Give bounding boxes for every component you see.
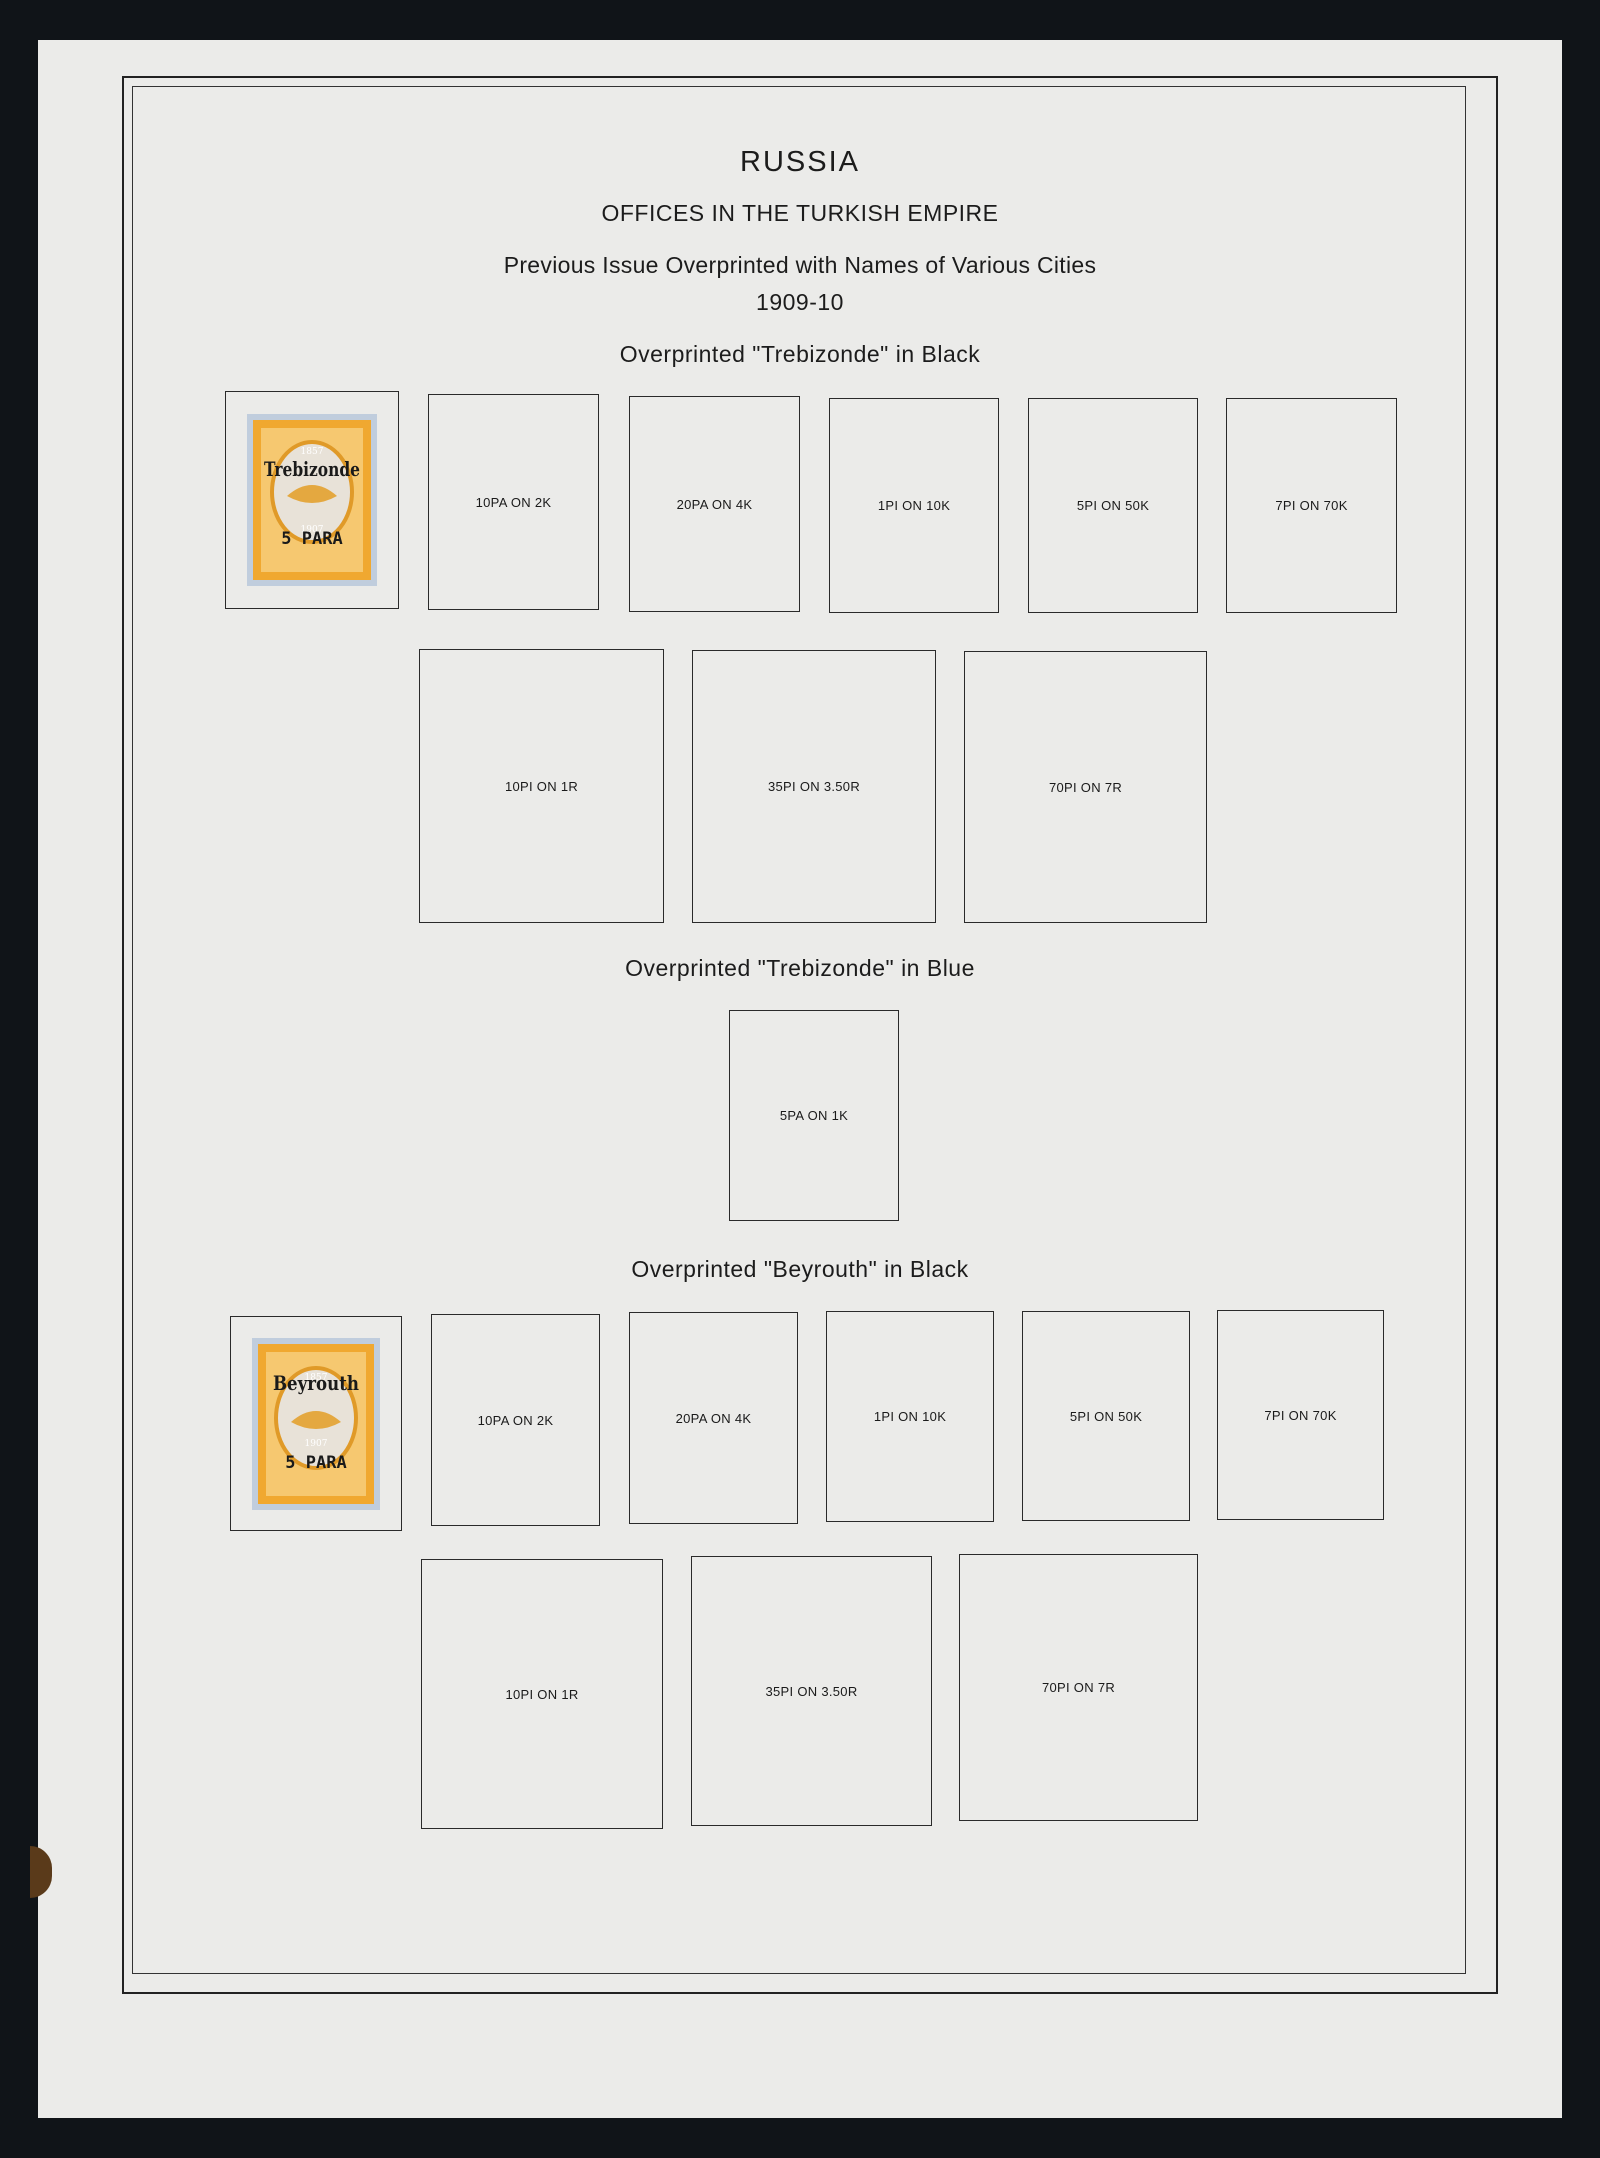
stamp-mount-trebizonde[interactable]: 1857 1907 Trebizonde 5 PARA xyxy=(225,391,399,609)
stamp-space[interactable]: 5PI ON 50K xyxy=(1022,1311,1190,1521)
stamp-trebizonde-5-para: 1857 1907 Trebizonde 5 PARA xyxy=(247,414,377,586)
stamp-space-label: 10PA ON 2K xyxy=(477,1412,554,1428)
svg-text:Trebizonde: Trebizonde xyxy=(264,457,360,481)
svg-text:1907: 1907 xyxy=(305,1439,328,1449)
stamp-space[interactable]: 70PI ON 7R xyxy=(964,651,1207,923)
stamp-space-label: 35PI ON 3.50R xyxy=(765,1683,858,1699)
stamp-space-label: 10PA ON 2K xyxy=(475,494,552,510)
page-border-outer xyxy=(122,76,1498,1994)
svg-text:5 PARA: 5 PARA xyxy=(285,1453,346,1473)
section-title-beyrouth-black: Overprinted "Beyrouth" in Black xyxy=(631,1256,969,1282)
page-subtitle: OFFICES IN THE TURKISH EMPIRE xyxy=(601,200,999,226)
stamp-space-label: 5PI ON 50K xyxy=(1076,498,1150,513)
issue-description: Previous Issue Overprinted with Names of… xyxy=(503,252,1097,278)
stamp-space[interactable]: 5PI ON 50K xyxy=(1028,398,1198,613)
stamp-space-label: 35PI ON 3.50R xyxy=(767,779,861,794)
stamp-space[interactable]: 20PA ON 4K xyxy=(629,396,800,612)
page-title: RUSSIA xyxy=(740,146,860,178)
section-title-trebizonde-black: Overprinted "Trebizonde" in Black xyxy=(619,341,981,367)
stamp-space-label: 20PA ON 4K xyxy=(675,1410,752,1426)
stamp-space[interactable]: 7PI ON 70K xyxy=(1217,1310,1384,1520)
stamp-space[interactable]: 1PI ON 10K xyxy=(826,1311,994,1522)
stamp-space[interactable]: 70PI ON 7R xyxy=(959,1554,1198,1821)
stamp-space-label: 10PI ON 1R xyxy=(504,778,579,794)
binder-ring xyxy=(30,1846,52,1898)
stamp-space-label: 5PA ON 1K xyxy=(779,1108,849,1123)
stamp-beyrouth-5-para: 1857 1907 Beyrouth 5 PARA xyxy=(252,1337,380,1510)
stamp-space-label: 10PI ON 1R xyxy=(505,1686,579,1702)
stamp-space-label: 20PA ON 4K xyxy=(676,496,753,512)
stamp-space[interactable]: 5PA ON 1K xyxy=(729,1010,899,1221)
stamp-space[interactable]: 10PI ON 1R xyxy=(421,1559,663,1829)
stamp-space-label: 5PI ON 50K xyxy=(1069,1408,1143,1424)
svg-text:1857: 1857 xyxy=(301,447,324,457)
stamp-space[interactable]: 10PA ON 2K xyxy=(428,394,599,610)
stamp-space-label: 70PI ON 7R xyxy=(1048,779,1123,795)
svg-text:Beyrouth: Beyrouth xyxy=(273,1371,359,1395)
stamp-space[interactable]: 7PI ON 70K xyxy=(1226,398,1397,613)
stamp-space[interactable]: 35PI ON 3.50R xyxy=(691,1556,932,1826)
stamp-space[interactable]: 10PA ON 2K xyxy=(431,1314,600,1526)
album-page xyxy=(38,40,1562,2118)
svg-text:1907: 1907 xyxy=(301,525,324,535)
stamp-mount-beyrouth[interactable]: 1857 1907 Beyrouth 5 PARA xyxy=(230,1316,402,1531)
stamp-space-label: 1PI ON 10K xyxy=(873,1409,947,1424)
stamp-space-label: 1PI ON 10K xyxy=(877,498,951,513)
section-title-trebizonde-blue: Overprinted "Trebizonde" in Blue xyxy=(625,955,975,981)
page-border-inner xyxy=(132,86,1466,1974)
stamp-space[interactable]: 35PI ON 3.50R xyxy=(692,650,936,923)
stamp-space[interactable]: 1PI ON 10K xyxy=(829,398,999,613)
stamp-space[interactable]: 20PA ON 4K xyxy=(629,1312,798,1524)
svg-text:5 PARA: 5 PARA xyxy=(281,529,342,549)
issue-years: 1909-10 xyxy=(756,289,844,315)
stamp-space-label: 70PI ON 7R xyxy=(1041,1680,1116,1695)
stamp-space-label: 7PI ON 70K xyxy=(1264,1407,1337,1423)
stamp-space-label: 7PI ON 70K xyxy=(1275,498,1348,513)
svg-text:1857: 1857 xyxy=(305,1373,328,1383)
stamp-space[interactable]: 10PI ON 1R xyxy=(419,649,664,923)
